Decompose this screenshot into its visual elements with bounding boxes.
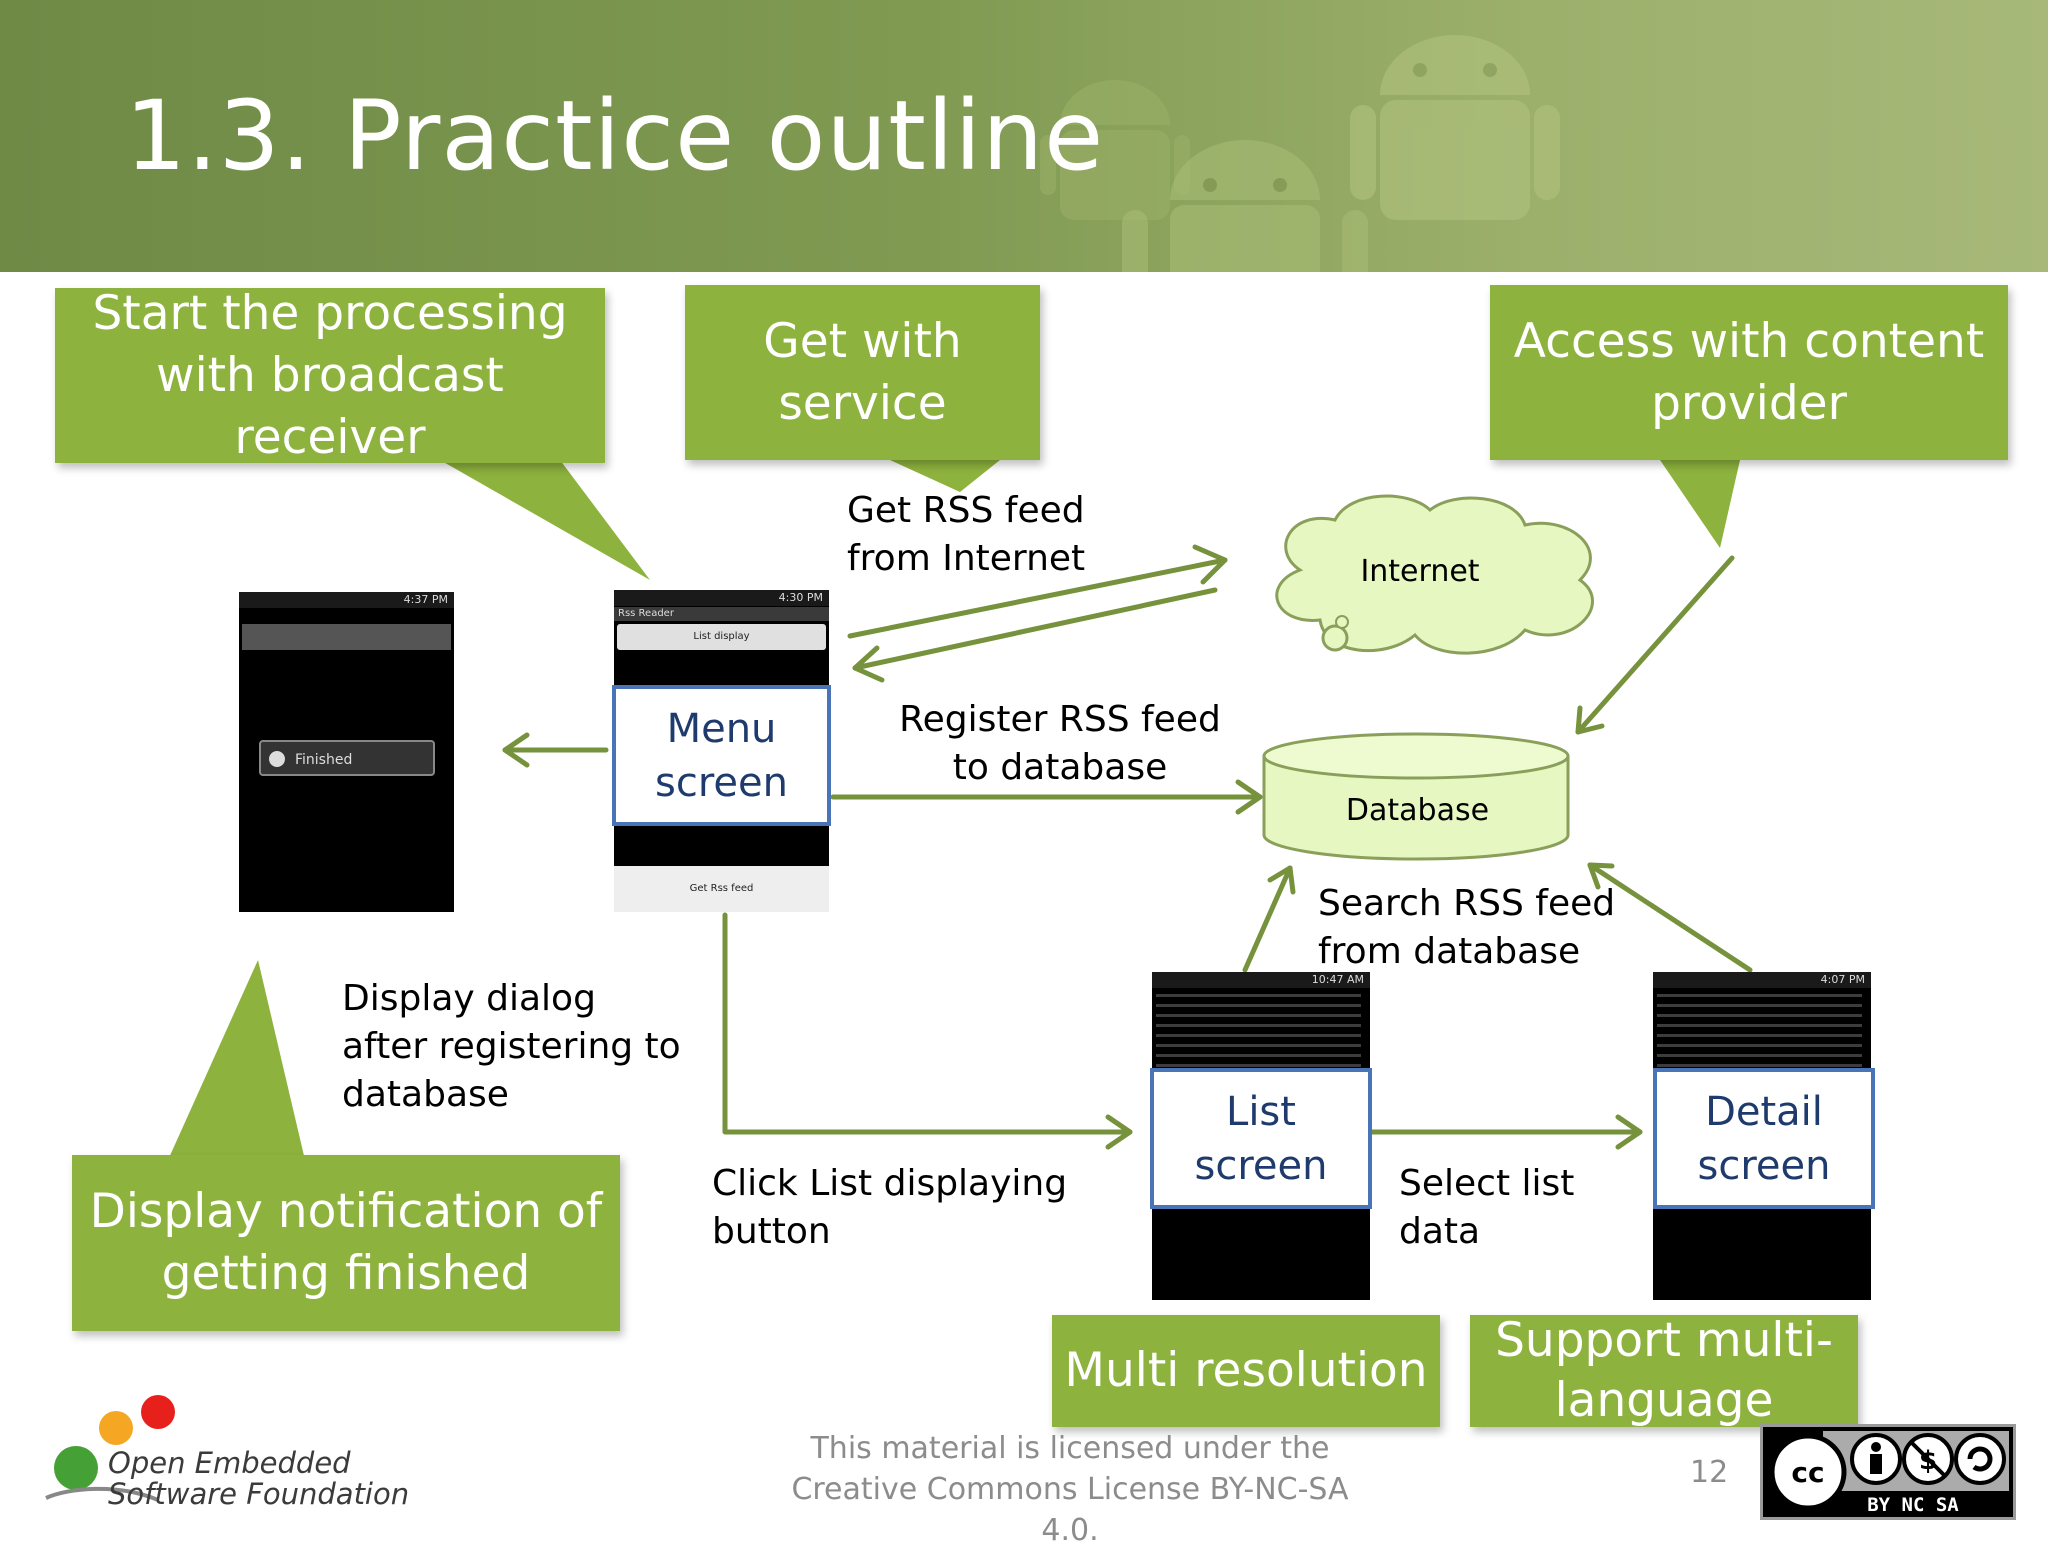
label-get-rss: Get RSS feed from Internet <box>847 490 1086 579</box>
status-bar: 4:37 PM <box>239 592 454 608</box>
internet-cloud <box>1275 494 1594 655</box>
cc-by-nc-sa-icon: cc $ BY NC SA <box>1763 1427 2013 1517</box>
label-select-list: Select list data <box>1399 1163 1575 1252</box>
logo-line-2: Software Foundation <box>108 1477 410 1511</box>
cc-license-badge[interactable]: cc $ BY NC SA <box>1760 1424 2016 1520</box>
status-bar: 4:30 PM <box>614 590 829 606</box>
check-icon <box>269 751 285 767</box>
database-cylinder <box>1262 732 1570 861</box>
internet-label: Internet <box>1360 554 1480 589</box>
svg-text:cc: cc <box>1791 1456 1824 1489</box>
detail-text-rows <box>1657 994 1862 1074</box>
dialog-text: Finished <box>295 752 353 768</box>
callout-multi-resolution: Multi resolution <box>1052 1315 1440 1427</box>
oesf-logo-text: Open Embedded Software Foundation <box>108 1448 409 1510</box>
status-bar: 10:47 AM <box>1152 972 1370 988</box>
database-label: Database <box>1345 793 1490 828</box>
callout-service: Get with service <box>685 285 1040 460</box>
list-screen-label: List screen <box>1150 1068 1372 1209</box>
finished-dialog: Finished <box>259 740 435 776</box>
label-click-list: Click List displaying button <box>712 1163 1068 1252</box>
label-dialog: Display dialog after registering to data… <box>342 978 681 1115</box>
callout-multi-language: Support multi-language <box>1470 1313 1858 1428</box>
get-rss-button[interactable]: Get Rss feed <box>614 866 829 912</box>
dimmed-button <box>242 624 451 650</box>
feed-list-rows <box>1156 994 1361 1074</box>
page-number: 12 <box>1690 1455 1729 1490</box>
app-title-bar: Rss Reader <box>614 607 829 621</box>
phone-dialog-screenshot: 4:37 PM Finished <box>239 592 454 912</box>
android-mascots-decoration <box>1040 35 1560 272</box>
list-display-button[interactable]: List display <box>617 624 826 650</box>
detail-screen-label: Detail screen <box>1653 1068 1875 1209</box>
page-title: 1.3. Practice outline <box>125 80 1105 192</box>
label-register: Register RSS feed to database <box>899 699 1221 788</box>
header-band: 1.3. Practice outline <box>0 0 2048 272</box>
license-text: This material is licensed under the Crea… <box>791 1431 1349 1548</box>
status-bar: 4:07 PM <box>1653 972 1871 988</box>
oesf-logo-icon <box>45 1395 175 1502</box>
callout-notification: Display notification of getting finished <box>72 1155 620 1331</box>
label-search: Search RSS feed from database <box>1318 883 1616 972</box>
callout-content-provider: Access with content provider <box>1490 285 2008 460</box>
svg-text:BY NC SA: BY NC SA <box>1867 1494 1959 1516</box>
menu-screen-label: Menu screen <box>612 685 831 826</box>
logo-line-1: Open Embedded <box>108 1446 351 1480</box>
callout-broadcast-receiver: Start the processing with broadcast rece… <box>55 286 605 465</box>
